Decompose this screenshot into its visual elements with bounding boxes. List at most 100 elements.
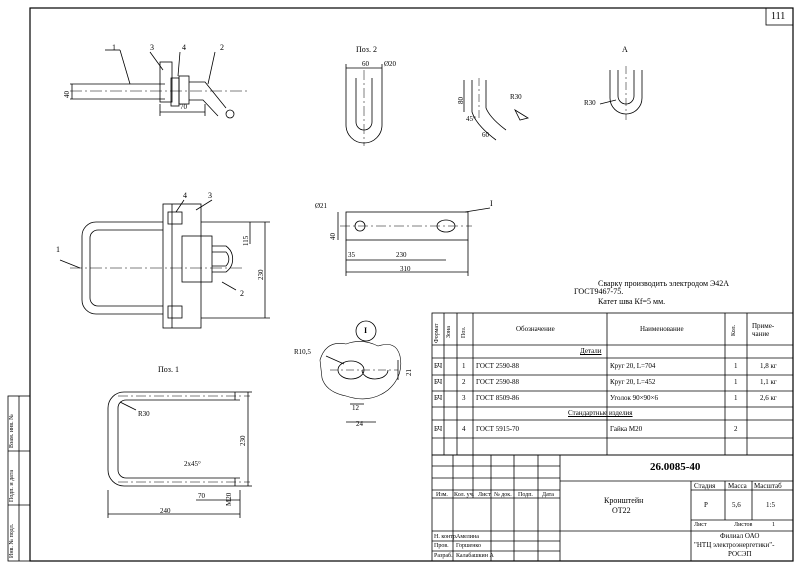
detail-i-view [319,320,402,423]
spec-row-2-designation: ГОСТ 2590-88 [476,378,520,386]
stage-label: Стадия [694,482,716,490]
title-line-2: ОТ22 [612,506,631,515]
org-line-1: Филиал ОАО [720,532,760,540]
pos2-view [345,64,383,146]
spec-row-4-name: Гайка М20 [610,425,643,433]
spec-header-pos: Поз. [461,326,467,338]
dim-plate-35: 35 [348,251,355,259]
note-line-3: Катет шва Кf=5 мм. [598,297,666,306]
dim-pos1-r30: R30 [138,410,150,418]
dim-plate-310: 310 [400,265,411,273]
spec-header-note: Приме-чание [752,322,775,339]
staff-role-1: Н. контр. [434,534,458,540]
pos1-label: Поз. 1 [158,365,179,374]
staff-name-1: Амелина [456,534,479,540]
plate-view [337,207,491,276]
spec-section-standard: Стандартные изделия [568,409,633,417]
page-number: 111 [771,11,786,22]
spec-row-4-pos: 4 [462,425,466,433]
scale-label: Масштаб [754,482,782,490]
spec-row-3-designation: ГОСТ 8509-86 [476,394,520,402]
dim-side-230: 230 [257,269,265,281]
dim-detail-12: 12 [352,404,359,412]
spec-row-3-name: Уголок 90×90×6 [610,394,658,402]
callout-mid-3: 3 [208,191,212,200]
spec-section-details: Детали [580,347,602,355]
spec-row-1-pos: 1 [462,362,466,370]
callout-top-3: 3 [150,43,154,52]
title-line-1: Кронштейн [604,496,644,505]
dim-detail-r105: R10,5 [294,348,311,356]
sheets-value: 1 [772,522,775,528]
col-sign: Подп. [518,492,533,498]
spec-row-3-qty: 1 [734,394,738,402]
view-a-label: А [622,45,628,54]
mass-value: 5,6 [732,501,741,509]
callout-top-1: 1 [112,43,116,52]
callout-top-4: 4 [182,43,186,52]
col-list: Лист [478,492,491,498]
doc-number: 26.0085-40 [650,461,701,473]
spec-header-designation: Обозначение [516,325,555,333]
dim-bend-80: 80 [457,97,465,104]
staff-role-3: Разраб. [434,553,453,559]
spec-row-4-designation: ГОСТ 5915-70 [476,425,520,433]
spec-row-2-qty: 1 [734,378,738,386]
spec-row-3-pos: 3 [462,394,466,402]
sheets-label: Листов [734,522,753,528]
spec-header-name: Наименование [640,325,684,333]
title-block-lines [431,454,794,562]
spec-row-1-qty: 1 [734,362,738,370]
note-line-1: Сварку производить электродом Э42А [598,279,730,288]
dim-pos1-2x45: 2х45° [184,460,201,468]
mass-label: Масса [728,482,747,490]
dim-view-a-r30: R30 [584,99,596,107]
spec-row-3-note: 2,6 кг [760,394,777,402]
spec-row-1-note: 1,8 кг [760,362,777,370]
dim-top-70: 70 [180,103,187,111]
callout-i-circle: I [364,326,368,335]
staff-name-2: Горшенко [456,543,482,549]
dim-top-40: 40 [63,91,71,98]
middle-assembly-view [59,199,270,329]
spec-row-2-pos: 2 [462,378,466,386]
dim-side-115: 115 [242,235,250,246]
page-number-box [765,7,794,26]
side-stamp-inv-replace: Взам. инв. № [9,414,15,448]
spec-row-1-designation: ГОСТ 2590-88 [476,362,520,370]
col-izm: Изм. [436,492,448,498]
sheet-frame [29,7,794,562]
spec-row-2-format: БЧ [434,378,443,386]
dim-pos2-d20: Ø20 [384,60,397,68]
dim-plate-d21: Ø21 [315,202,328,210]
staff-name-3: Калабашкин А [456,553,494,559]
col-kol-uch: Кол. уч. [454,492,475,498]
sheet-label: Лист [694,522,707,528]
spec-header-format: Формат [434,323,440,343]
stage-value: Р [704,501,708,509]
pos2-label: Поз. 2 [356,45,377,54]
col-date: Дата [542,492,554,498]
dim-pos2-60: 60 [362,60,369,68]
dim-pos1-240: 240 [160,507,171,515]
dim-bend-60: 60 [482,131,489,139]
scale-value: 1:5 [766,501,775,509]
staff-role-2: Пров. [434,543,449,549]
spec-row-1-name: Круг 20, L=704 [610,362,656,370]
spec-row-4-format: БЧ [434,425,443,433]
spec-row-4-qty: 2 [734,425,738,433]
spec-row-2-note: 1,1 кг [760,378,777,386]
dim-plate-40: 40 [329,233,337,240]
pos1-view [107,391,252,518]
org-line-3: РОСЭП [728,550,752,558]
callout-mid-4: 4 [183,191,187,200]
side-stamp-signature-date: Подп. и дата [9,469,15,502]
side-stamp-inv-original: Инв. № подл. [9,523,15,558]
dim-plate-230: 230 [396,251,407,259]
spec-row-2-name: Круг 20, L=452 [610,378,656,386]
spec-header-zone: Зона [446,326,452,338]
dim-bend-45: 45° [466,115,476,123]
spec-row-1-format: БЧ [434,362,443,370]
